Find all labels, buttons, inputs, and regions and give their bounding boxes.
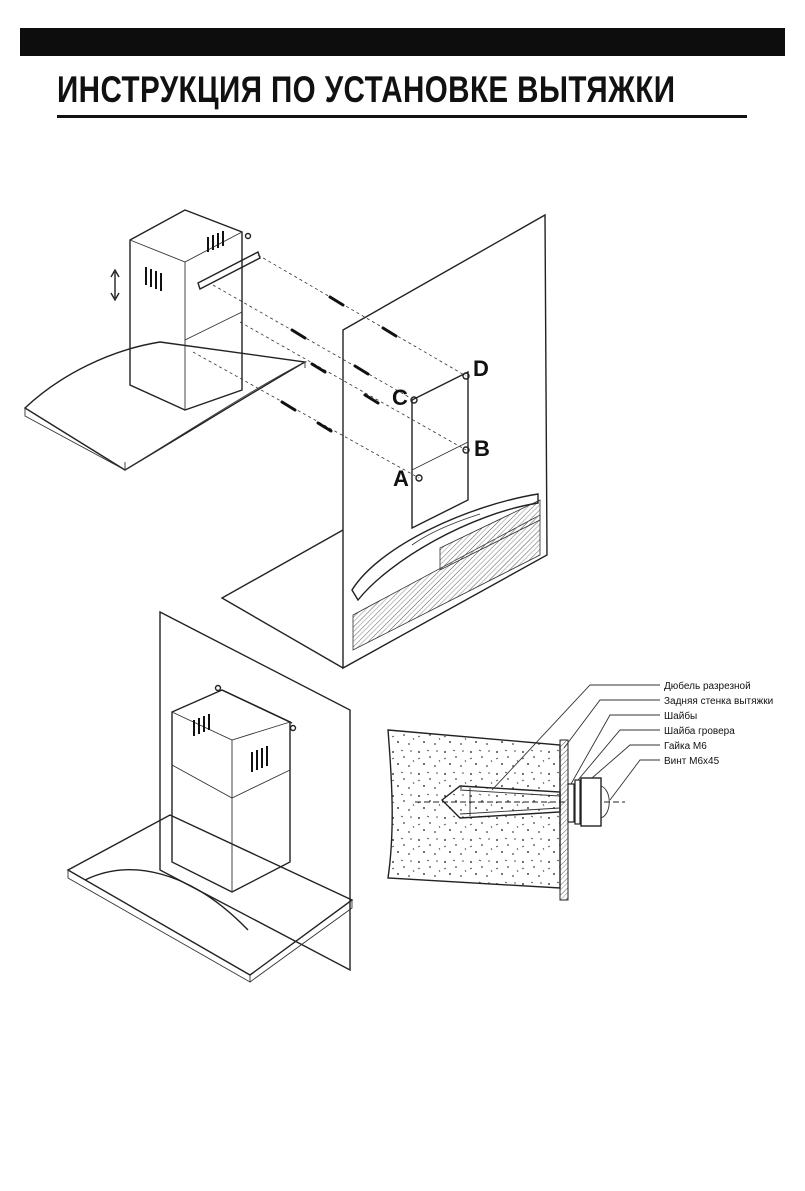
wall-hood-outline [351,493,539,602]
spring-washer [574,779,581,825]
page-title: ИНСТРУКЦИЯ ПО УСТАНОВКЕ ВЫТЯЖКИ [57,69,676,110]
wall-panel-2 [159,610,351,972]
part-label-nut: Гайка М6 [664,741,707,752]
adjust-arrow-icon [110,268,120,302]
wall-panel [342,213,548,670]
nut-m6 [580,777,602,827]
floor-plane [220,529,344,669]
point-label-c: C [392,385,408,410]
figure-mounting-diagram: A B C D [23,209,548,670]
part-label-washers: Шайбы [664,710,697,722]
part-label-back-wall: Задняя стенка вытяжки [664,696,773,707]
hood-back-wall [559,739,569,901]
concrete-section [387,729,561,889]
dowels [280,295,398,433]
washers [567,783,575,823]
chimney-vent-2 [193,714,268,772]
point-label-b: B [474,436,490,461]
figure-assembled-hood [66,610,354,983]
header-bar [20,28,785,56]
chimney-vent-right [207,231,224,252]
wall-grille-lower [352,514,541,651]
point-label-a: A [393,466,409,491]
part-label-screw: Винт М6х45 [664,756,720,767]
hood-chimney [129,209,243,411]
title-underline [57,115,747,118]
hood-front-curve [84,869,249,931]
part-label-split-dowel: Дюбель разрезной [664,680,751,692]
top-bracket [197,251,261,290]
hood-canopy [23,341,308,471]
leader-lines [491,684,660,801]
wall-grille-upper [439,499,541,571]
top-bracket-2 [221,689,293,724]
hood-canopy-2 [66,814,354,976]
point-label-d: D [473,356,489,381]
wall-bracket-frame [411,370,469,530]
chimney-vent-left [145,267,162,291]
part-label-spring-washer: Шайба гровера [664,725,735,737]
figure-dowel-detail: Дюбель разрезной Задняя стенка вытяжки Ш… [387,680,773,901]
